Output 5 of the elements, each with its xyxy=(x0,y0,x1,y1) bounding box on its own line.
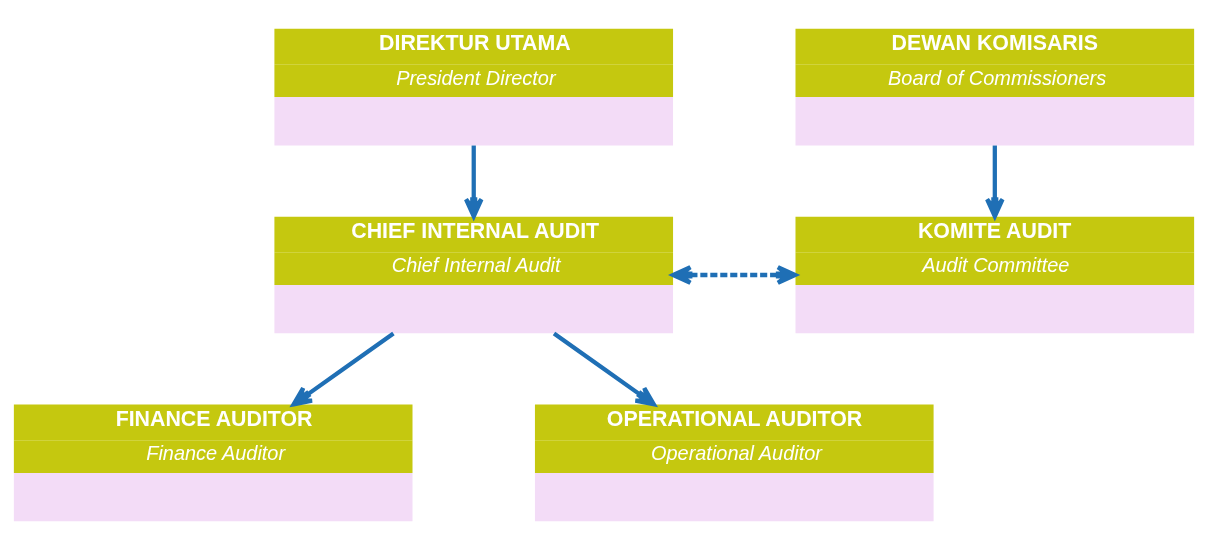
arrow xyxy=(552,331,656,406)
arrow xyxy=(291,331,395,406)
arrow xyxy=(985,145,1005,219)
arrow xyxy=(671,264,798,285)
arrow xyxy=(463,145,484,219)
